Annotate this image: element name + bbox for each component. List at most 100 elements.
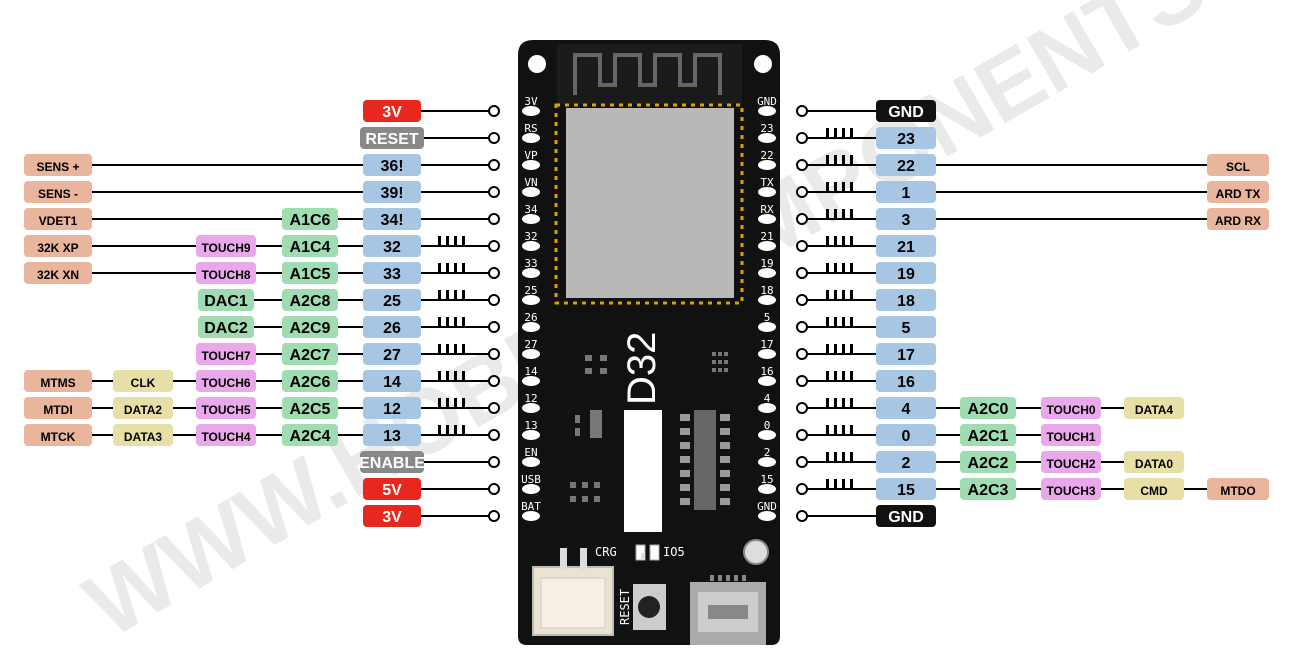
pin-ring-left-4	[488, 213, 500, 225]
pwm-bar	[842, 209, 845, 219]
pad-left-7	[522, 295, 540, 305]
pwm-bar	[454, 290, 457, 300]
pin-label-right-6-text: 19	[897, 266, 915, 283]
pad-right-4	[758, 214, 776, 224]
pin-alt-left-4-1-box	[282, 208, 338, 230]
pin-label-left-2-box	[363, 154, 421, 176]
pwm-bar	[826, 479, 829, 489]
pcb-label-left-3: VN	[524, 176, 537, 189]
pin-alt-right-3-0: ARD TX	[1207, 181, 1269, 203]
pin-ring-left-15	[488, 510, 500, 522]
pin-ring-left-6	[488, 267, 500, 279]
pin-alt-left-9-0-text: TOUCH7	[201, 349, 250, 363]
pwm-bar	[834, 371, 837, 381]
pin-label-right-10-box	[876, 370, 936, 392]
pwm-bar	[438, 236, 441, 246]
pwm-bar	[850, 398, 853, 408]
pwm-bar	[834, 236, 837, 246]
pin-label-right-14-box	[876, 478, 936, 500]
pin-label-left-9-box	[363, 343, 421, 365]
pin-alt-left-4-0: VDET1	[24, 208, 92, 230]
pin-alt-left-5-0: 32K XP	[24, 235, 92, 257]
pwm-icon	[826, 317, 853, 327]
pwm-bar	[454, 398, 457, 408]
pcb-label-left-4: 34	[524, 203, 538, 216]
pin-label-right-7-box	[876, 289, 936, 311]
pin-alt-left-6-2-box	[282, 262, 338, 284]
pad-left-0	[522, 106, 540, 116]
pin-alt-right-14-1-box	[1041, 478, 1101, 500]
pcb-label-right-5: 21	[760, 230, 773, 243]
led-charge	[635, 544, 646, 561]
pcb-label-left-0: 3V	[524, 95, 538, 108]
pin-ring-left-13	[488, 456, 500, 468]
pwm-bar	[438, 290, 441, 300]
pcb-label-right-7: 18	[760, 284, 773, 297]
pin-alt-right-14-0-text: A2C3	[968, 482, 1009, 499]
pin-ring-right-2	[796, 159, 808, 171]
pin-alt-left-4-0-box	[24, 208, 92, 230]
pin-alt-left-3-0-box	[24, 181, 92, 203]
pin-alt-left-4-1-text: A1C6	[290, 212, 331, 229]
pwm-bar	[850, 344, 853, 354]
pcb-label-right-13: 2	[764, 446, 771, 459]
pin-label-right-15-text: GND	[888, 509, 924, 526]
pad-right-10	[758, 376, 776, 386]
pwm-bar	[850, 317, 853, 327]
pin-label-right-7-text: 18	[897, 293, 915, 310]
pwm-bar	[462, 371, 465, 381]
pad-left-8	[522, 322, 540, 332]
pcb-label-left-5: 32	[524, 230, 537, 243]
pwm-bar	[850, 209, 853, 219]
pin-alt-left-7-1: A2C8	[282, 289, 338, 311]
pad-right-5	[758, 241, 776, 251]
pin-ring-left-11	[488, 402, 500, 414]
pin-alt-left-10-3-box	[282, 370, 338, 392]
pin-label-right-7: 18	[876, 289, 936, 311]
pin-alt-left-11-0: MTDI	[24, 397, 92, 419]
pin-alt-left-10-1-box	[113, 370, 173, 392]
pwm-bar	[462, 344, 465, 354]
pin-alt-right-14-3: MTDO	[1207, 478, 1269, 500]
pad-left-14	[522, 484, 540, 494]
pin-alt-left-12-0-text: MTCK	[41, 430, 76, 444]
pin-label-right-14: 15	[876, 478, 936, 500]
pin-alt-right-2-0: SCL	[1207, 154, 1269, 176]
pin-alt-right-14-2-text: CMD	[1140, 484, 1168, 498]
pin-label-right-8-box	[876, 316, 936, 338]
pin-alt-left-12-2: TOUCH4	[196, 424, 256, 446]
pin-ring-left-2	[488, 159, 500, 171]
pin-alt-right-14-0-box	[960, 478, 1016, 500]
pin-ring-right-15	[796, 510, 808, 522]
pwm-bar	[438, 398, 441, 408]
pwm-bar	[834, 209, 837, 219]
pwm-bar	[438, 263, 441, 273]
pwm-icon	[826, 398, 853, 408]
pwm-bar	[446, 344, 449, 354]
pin-label-left-15: 3V	[363, 505, 421, 527]
pin-ring-right-1	[796, 132, 808, 144]
pin-alt-left-2-0: SENS +	[24, 154, 92, 176]
pin-label-left-8-text: 26	[383, 320, 401, 337]
pin-ring-right-11	[796, 402, 808, 414]
pwm-bar	[462, 236, 465, 246]
pin-alt-left-11-2: TOUCH5	[196, 397, 256, 419]
pcb-label-right-4: RX	[760, 203, 774, 216]
pwm-bar	[842, 263, 845, 273]
pin-label-left-11-box	[363, 397, 421, 419]
pwm-icon	[826, 155, 853, 165]
pwm-bar	[454, 344, 457, 354]
pin-ring-right-10	[796, 375, 808, 387]
pin-alt-right-12-1: TOUCH1	[1041, 424, 1101, 446]
pad-right-11	[758, 403, 776, 413]
pin-alt-right-14-0: A2C3	[960, 478, 1016, 500]
pin-alt-left-5-0-box	[24, 235, 92, 257]
pin-alt-right-12-0: A2C1	[960, 424, 1016, 446]
pcb-label-left-9: 27	[524, 338, 537, 351]
pwm-bar	[462, 317, 465, 327]
pwm-bar	[834, 182, 837, 192]
pwm-icon	[438, 425, 465, 435]
pwm-icon	[826, 425, 853, 435]
